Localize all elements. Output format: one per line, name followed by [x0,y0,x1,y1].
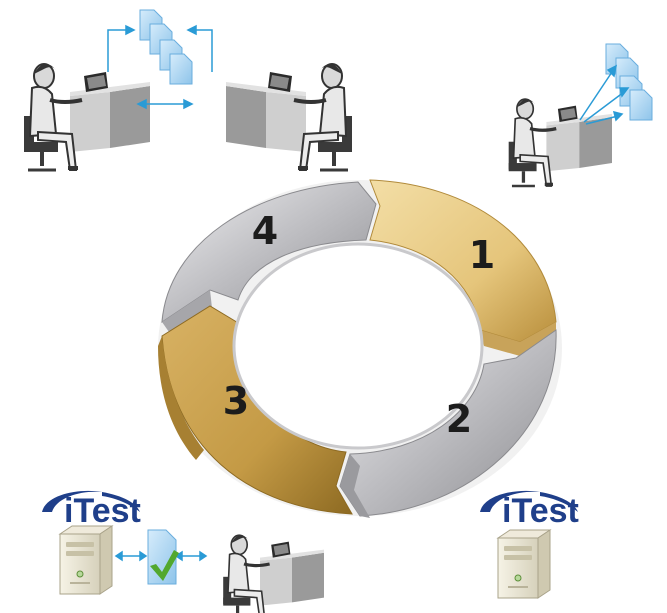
check-icon [150,550,179,581]
person-at-computer-icon [22,61,152,172]
sharing-group [507,43,653,188]
server-icon [497,529,551,599]
itest-logo: iTest [480,490,579,530]
exchange-arrows [107,24,213,110]
cycle-number-3: 3 [223,379,249,423]
approval-group: iTest [42,490,326,613]
cycle-number-1: 1 [469,233,495,277]
person-at-computer-icon [224,61,354,172]
document-icon [619,75,653,121]
itest-logo: iTest [42,490,141,530]
cycle-number-2: 2 [446,397,472,441]
cycle-segment-4 [161,181,377,323]
itest-logo-text: iTest [502,492,579,530]
person-at-computer-icon [221,533,326,613]
cycle-number-4: 4 [252,209,278,253]
itest-logo-text: iTest [64,492,141,530]
share-arrows [579,64,630,125]
server-icon [59,525,113,595]
sync-arrows [114,550,208,562]
server-group: iTest [480,490,579,599]
collaboration-group [22,9,354,172]
document-icon [159,39,193,85]
cycle-ring: 1 2 3 4 [158,179,562,518]
